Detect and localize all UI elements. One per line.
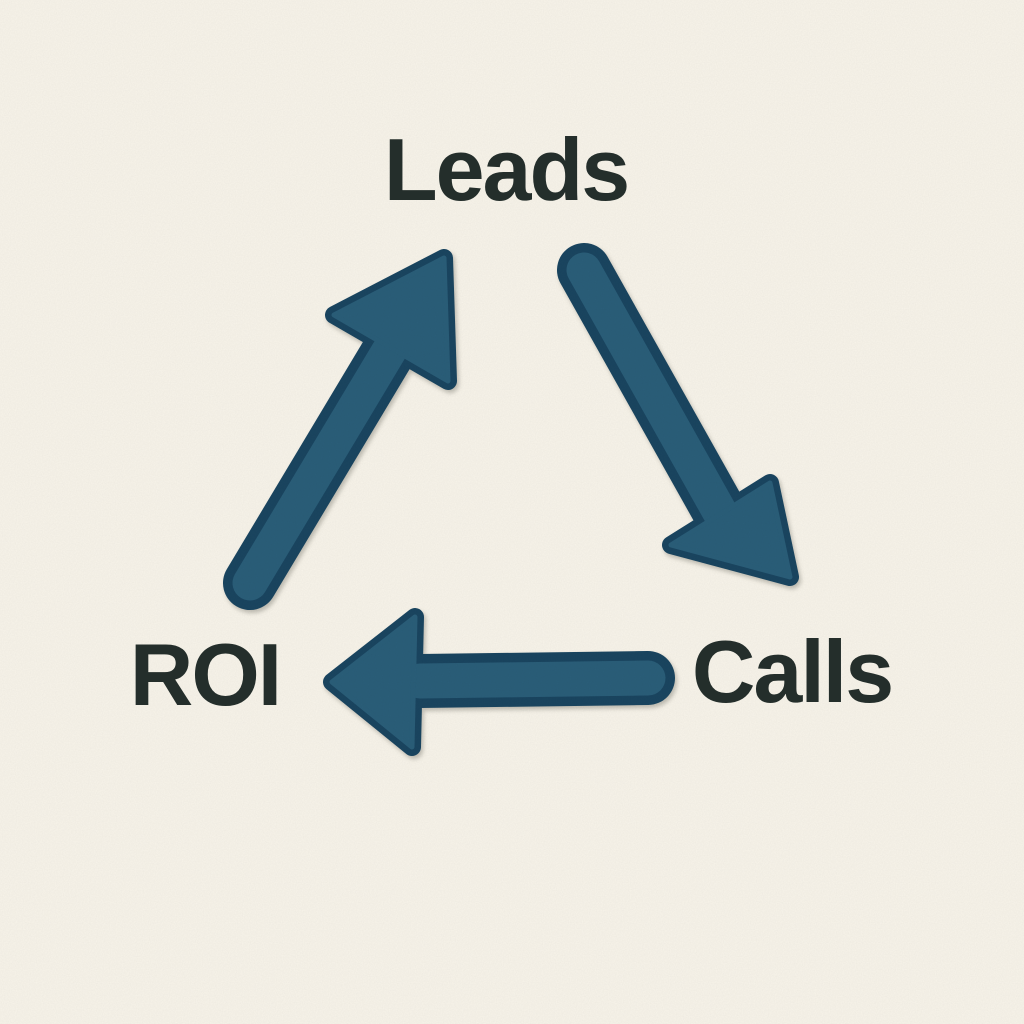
node-label-roi: ROI: [129, 625, 282, 724]
node-label-calls: Calls: [691, 622, 894, 721]
node-label-leads: Leads: [383, 120, 630, 219]
